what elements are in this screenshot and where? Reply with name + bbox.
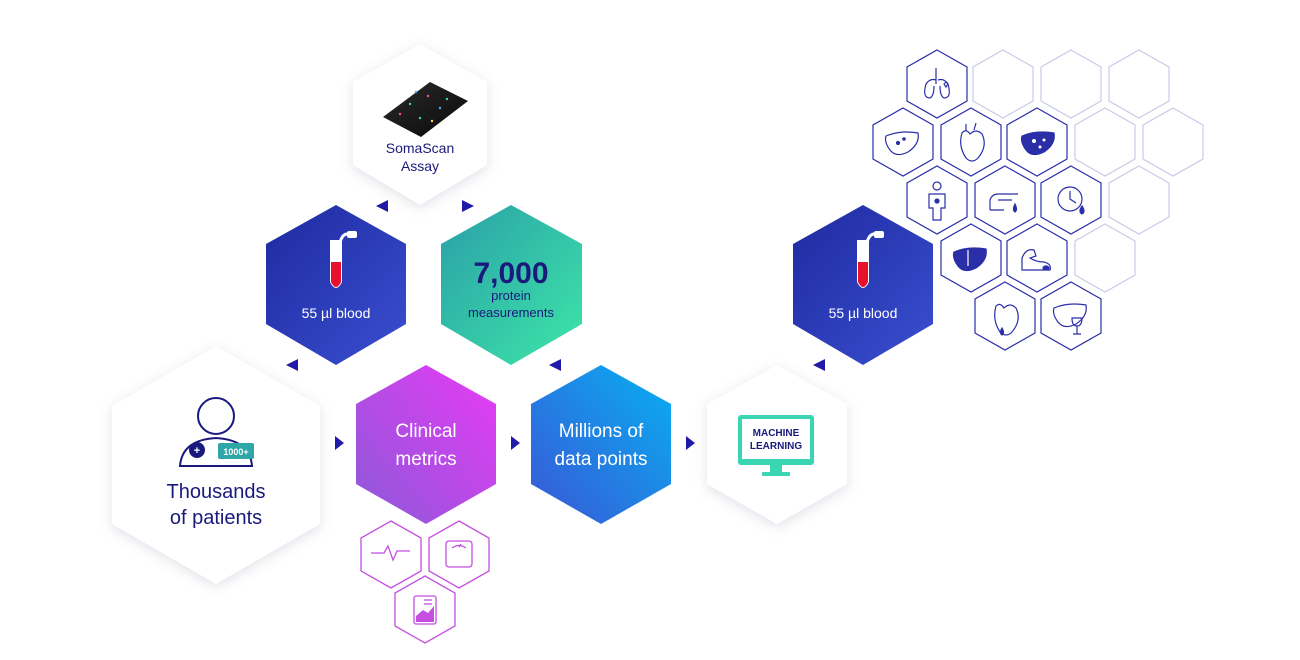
- heart-icon: [940, 107, 1002, 177]
- machine-learning-node: MACHINE LEARNING: [707, 365, 847, 524]
- arrow-to-ml: [813, 359, 825, 371]
- hand-drop-icon: [974, 165, 1036, 235]
- lungs-icon: [906, 49, 968, 119]
- clinical-metric-icons: [360, 520, 490, 644]
- patient-avatar-icon: + 1000+: [178, 397, 254, 467]
- somascan-label-line2: Assay: [401, 158, 439, 174]
- arrow-to-clinical: [549, 359, 561, 371]
- blood-tube-icon: [330, 231, 357, 288]
- organ-honeycomb: [872, 49, 1204, 351]
- somascan-assay-node: SomaScan Assay: [353, 44, 487, 205]
- liver-spotted-icon: [1006, 107, 1068, 177]
- weighing-scale-icon: [428, 520, 490, 589]
- arrow-to-proteins: [462, 200, 474, 212]
- muscle-arm-icon: [1006, 223, 1068, 293]
- patients-label-line2: of patients: [170, 507, 262, 529]
- empty-hex: [1142, 107, 1204, 177]
- clock-drop-icon: [1040, 165, 1102, 235]
- clinical-label-line1: Clinical: [395, 421, 456, 442]
- arrow-clinical-to-datapoints: [511, 436, 520, 450]
- ecg-pulse-icon: [360, 520, 422, 589]
- machine-learning-monitor-icon: MACHINE LEARNING: [738, 415, 814, 476]
- datapoints-label-line2: data points: [555, 449, 648, 470]
- empty-hex: [1074, 107, 1136, 177]
- empty-hex: [972, 49, 1034, 119]
- protein-label-line2: measurements: [468, 305, 554, 320]
- patients-label-line1: Thousands: [167, 481, 266, 503]
- patients-node: + 1000+ Thousands of patients: [112, 346, 320, 584]
- ml-label-line1: MACHINE: [753, 428, 800, 439]
- datapoints-label-line1: Millions of: [559, 421, 644, 442]
- liver-wine-icon: [1040, 281, 1102, 351]
- clinical-label-line2: metrics: [395, 449, 456, 470]
- blood-left-label: 55 µl blood: [302, 305, 371, 321]
- ml-label-line2: LEARNING: [750, 441, 802, 452]
- svg-text:+: +: [194, 445, 200, 457]
- blood-sample-node-left: 55 µl blood: [266, 205, 406, 365]
- blood-right-label: 55 µl blood: [829, 305, 898, 321]
- blood-sample-node-right: 55 µl blood: [793, 205, 933, 365]
- report-chart-icon: [394, 575, 456, 644]
- protein-measurements-node: 7,000 protein measurements: [441, 205, 582, 365]
- blood-tube-icon: [857, 231, 884, 288]
- arrow-to-blood-left: [376, 200, 388, 212]
- somascan-label-line1: SomaScan: [386, 140, 454, 156]
- empty-hex: [1074, 223, 1136, 293]
- liver-icon: [872, 107, 934, 177]
- protein-label-line1: protein: [491, 288, 531, 303]
- assay-chip-icon: [383, 82, 468, 137]
- flow-arrows: [286, 200, 825, 450]
- empty-hex: [1108, 165, 1170, 235]
- body-icon: [906, 165, 968, 235]
- empty-hex: [1108, 49, 1170, 119]
- empty-hex: [1040, 49, 1102, 119]
- patient-badge: 1000+: [223, 447, 248, 457]
- heart-drop-icon: [974, 281, 1036, 351]
- arrow-patients-to-clinical: [335, 436, 344, 450]
- data-points-node: Millions of data points: [531, 365, 671, 524]
- protein-count: 7,000: [473, 257, 548, 290]
- liver-icon: [940, 223, 1002, 293]
- arrow-datapoints-to-ml: [686, 436, 695, 450]
- clinical-metrics-node: Clinical metrics: [356, 365, 496, 524]
- arrow-to-patients: [286, 359, 298, 371]
